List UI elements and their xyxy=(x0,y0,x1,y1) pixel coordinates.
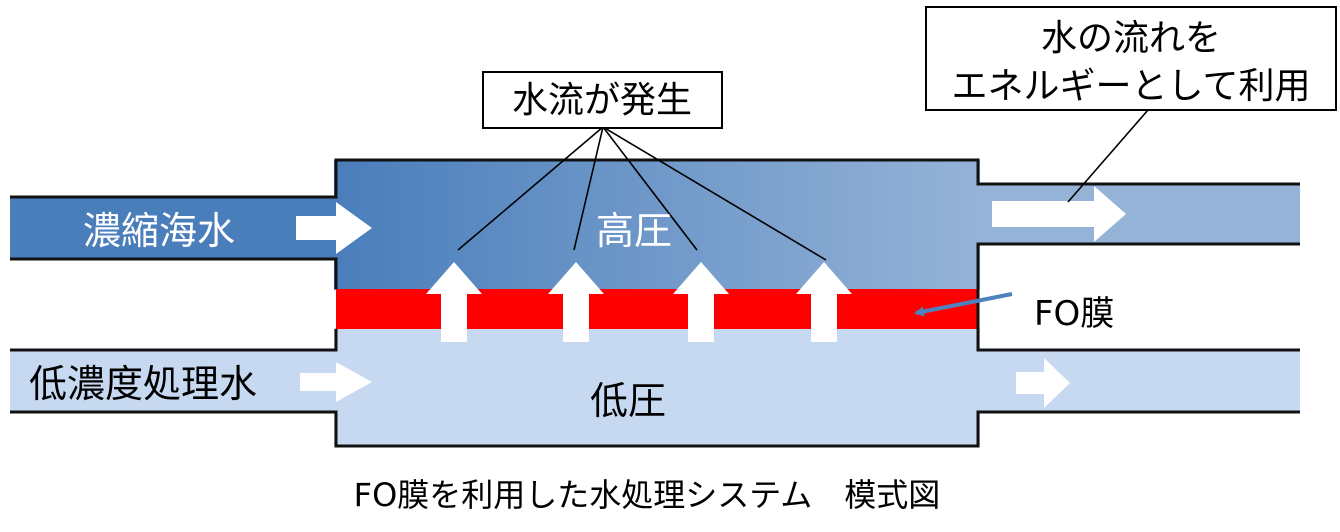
right-arrow-icon xyxy=(296,202,372,254)
up-arrow-icon xyxy=(673,262,729,342)
up-arrow-icon xyxy=(796,262,852,342)
label-water-flow-generated: 水流が発生 xyxy=(512,80,692,121)
up-arrow-icon xyxy=(426,262,482,342)
label-fo-membrane: FO膜 xyxy=(1034,294,1114,334)
water-flow-callout-box xyxy=(482,71,723,129)
low-pressure-chamber xyxy=(334,328,980,446)
label-low-concentration-treated-water: 低濃度処理水 xyxy=(29,362,257,406)
high-pressure-chamber xyxy=(334,160,980,290)
energy-callout-line xyxy=(1067,109,1149,203)
right-arrow-icon xyxy=(992,186,1126,242)
concentrated-seawater-inlet-pipe xyxy=(10,197,336,259)
diagram-caption: FO膜を利用した水処理システム 模式図 xyxy=(354,476,941,514)
label-energy-line1: 水の流れを xyxy=(1041,18,1221,59)
label-low-pressure: 低圧 xyxy=(590,379,666,423)
label-concentrated-seawater: 濃縮海水 xyxy=(83,209,235,253)
up-arrow-icon xyxy=(548,262,604,342)
outline-lines xyxy=(10,158,1300,448)
fo-membrane-pointer-arrow xyxy=(914,292,1013,317)
water-flow-callout-lines xyxy=(457,126,827,261)
right-arrow-icon xyxy=(1016,358,1070,408)
energy-callout-box xyxy=(925,6,1337,111)
label-high-pressure: 高圧 xyxy=(596,209,672,253)
fo-membrane-layer xyxy=(336,289,978,329)
label-energy-line2: エネルギーとして利用 xyxy=(952,66,1311,107)
right-arrow-icon xyxy=(300,362,372,402)
low-concentration-inlet-pipe xyxy=(10,350,336,412)
